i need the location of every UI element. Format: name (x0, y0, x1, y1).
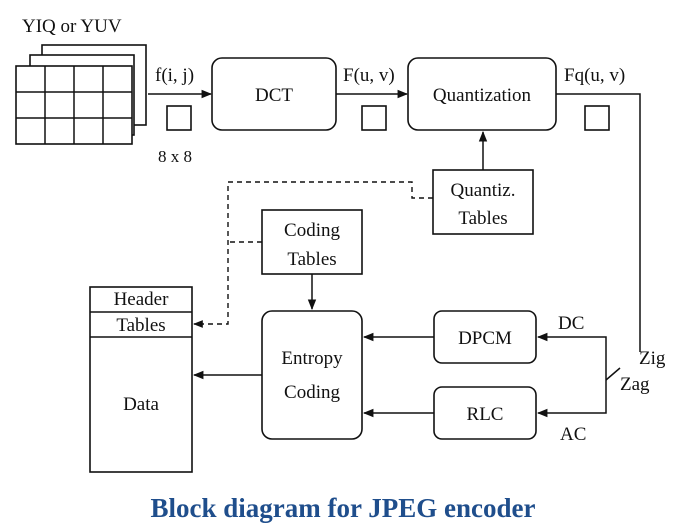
quant-tables-box (432, 169, 534, 235)
zig-label: Zig (639, 348, 666, 369)
diagram-caption: Block diagram for JPEG encoder (151, 493, 536, 523)
input-space-label: YIQ or YUV (22, 16, 122, 37)
tables-label: Tables (116, 315, 165, 336)
quantization-label: Quantization (433, 85, 532, 106)
output-file: Header Tables Data (89, 286, 193, 473)
coding-tables-label-1: Coding (284, 220, 340, 241)
arrow-zigzag-to-dpcm (536, 332, 607, 380)
output-file-box (89, 286, 193, 473)
line-quant-to-zigzag (556, 93, 641, 352)
zag-label: Zag (620, 374, 650, 395)
f-ij-block-icon (166, 105, 192, 131)
entropy-label-1: Entropy (281, 348, 343, 369)
pixel-grid (15, 65, 133, 145)
Fq-uv-label: Fq(u, v) (564, 65, 625, 86)
entropy-coding-box (261, 310, 363, 440)
entropy-label-2: Coding (284, 382, 340, 403)
coding-tables-label-2: Tables (287, 249, 336, 270)
header-label: Header (114, 289, 170, 310)
dpcm-label: DPCM (458, 328, 512, 349)
zigzag-split (605, 367, 621, 381)
quant-tables-label-2: Tables (458, 208, 507, 229)
coding-tables-box (261, 209, 363, 275)
ac-label: AC (560, 424, 586, 445)
F-uv-block-icon (361, 105, 387, 131)
dct-label: DCT (255, 85, 293, 106)
F-uv-label: F(u, v) (343, 65, 395, 86)
dashed-qtables-to-header (193, 181, 433, 328)
f-ij-label: f(i, j) (155, 65, 194, 86)
dc-label: DC (558, 313, 584, 334)
rlc-label: RLC (467, 404, 504, 425)
image-block-stack (15, 44, 147, 145)
quant-tables-label-1: Quantiz. (451, 180, 516, 201)
arrow-zigzag-to-rlc (536, 380, 607, 418)
data-label: Data (123, 394, 159, 415)
Fq-uv-block-icon (584, 105, 610, 131)
block-size-label: 8 x 8 (158, 147, 192, 166)
